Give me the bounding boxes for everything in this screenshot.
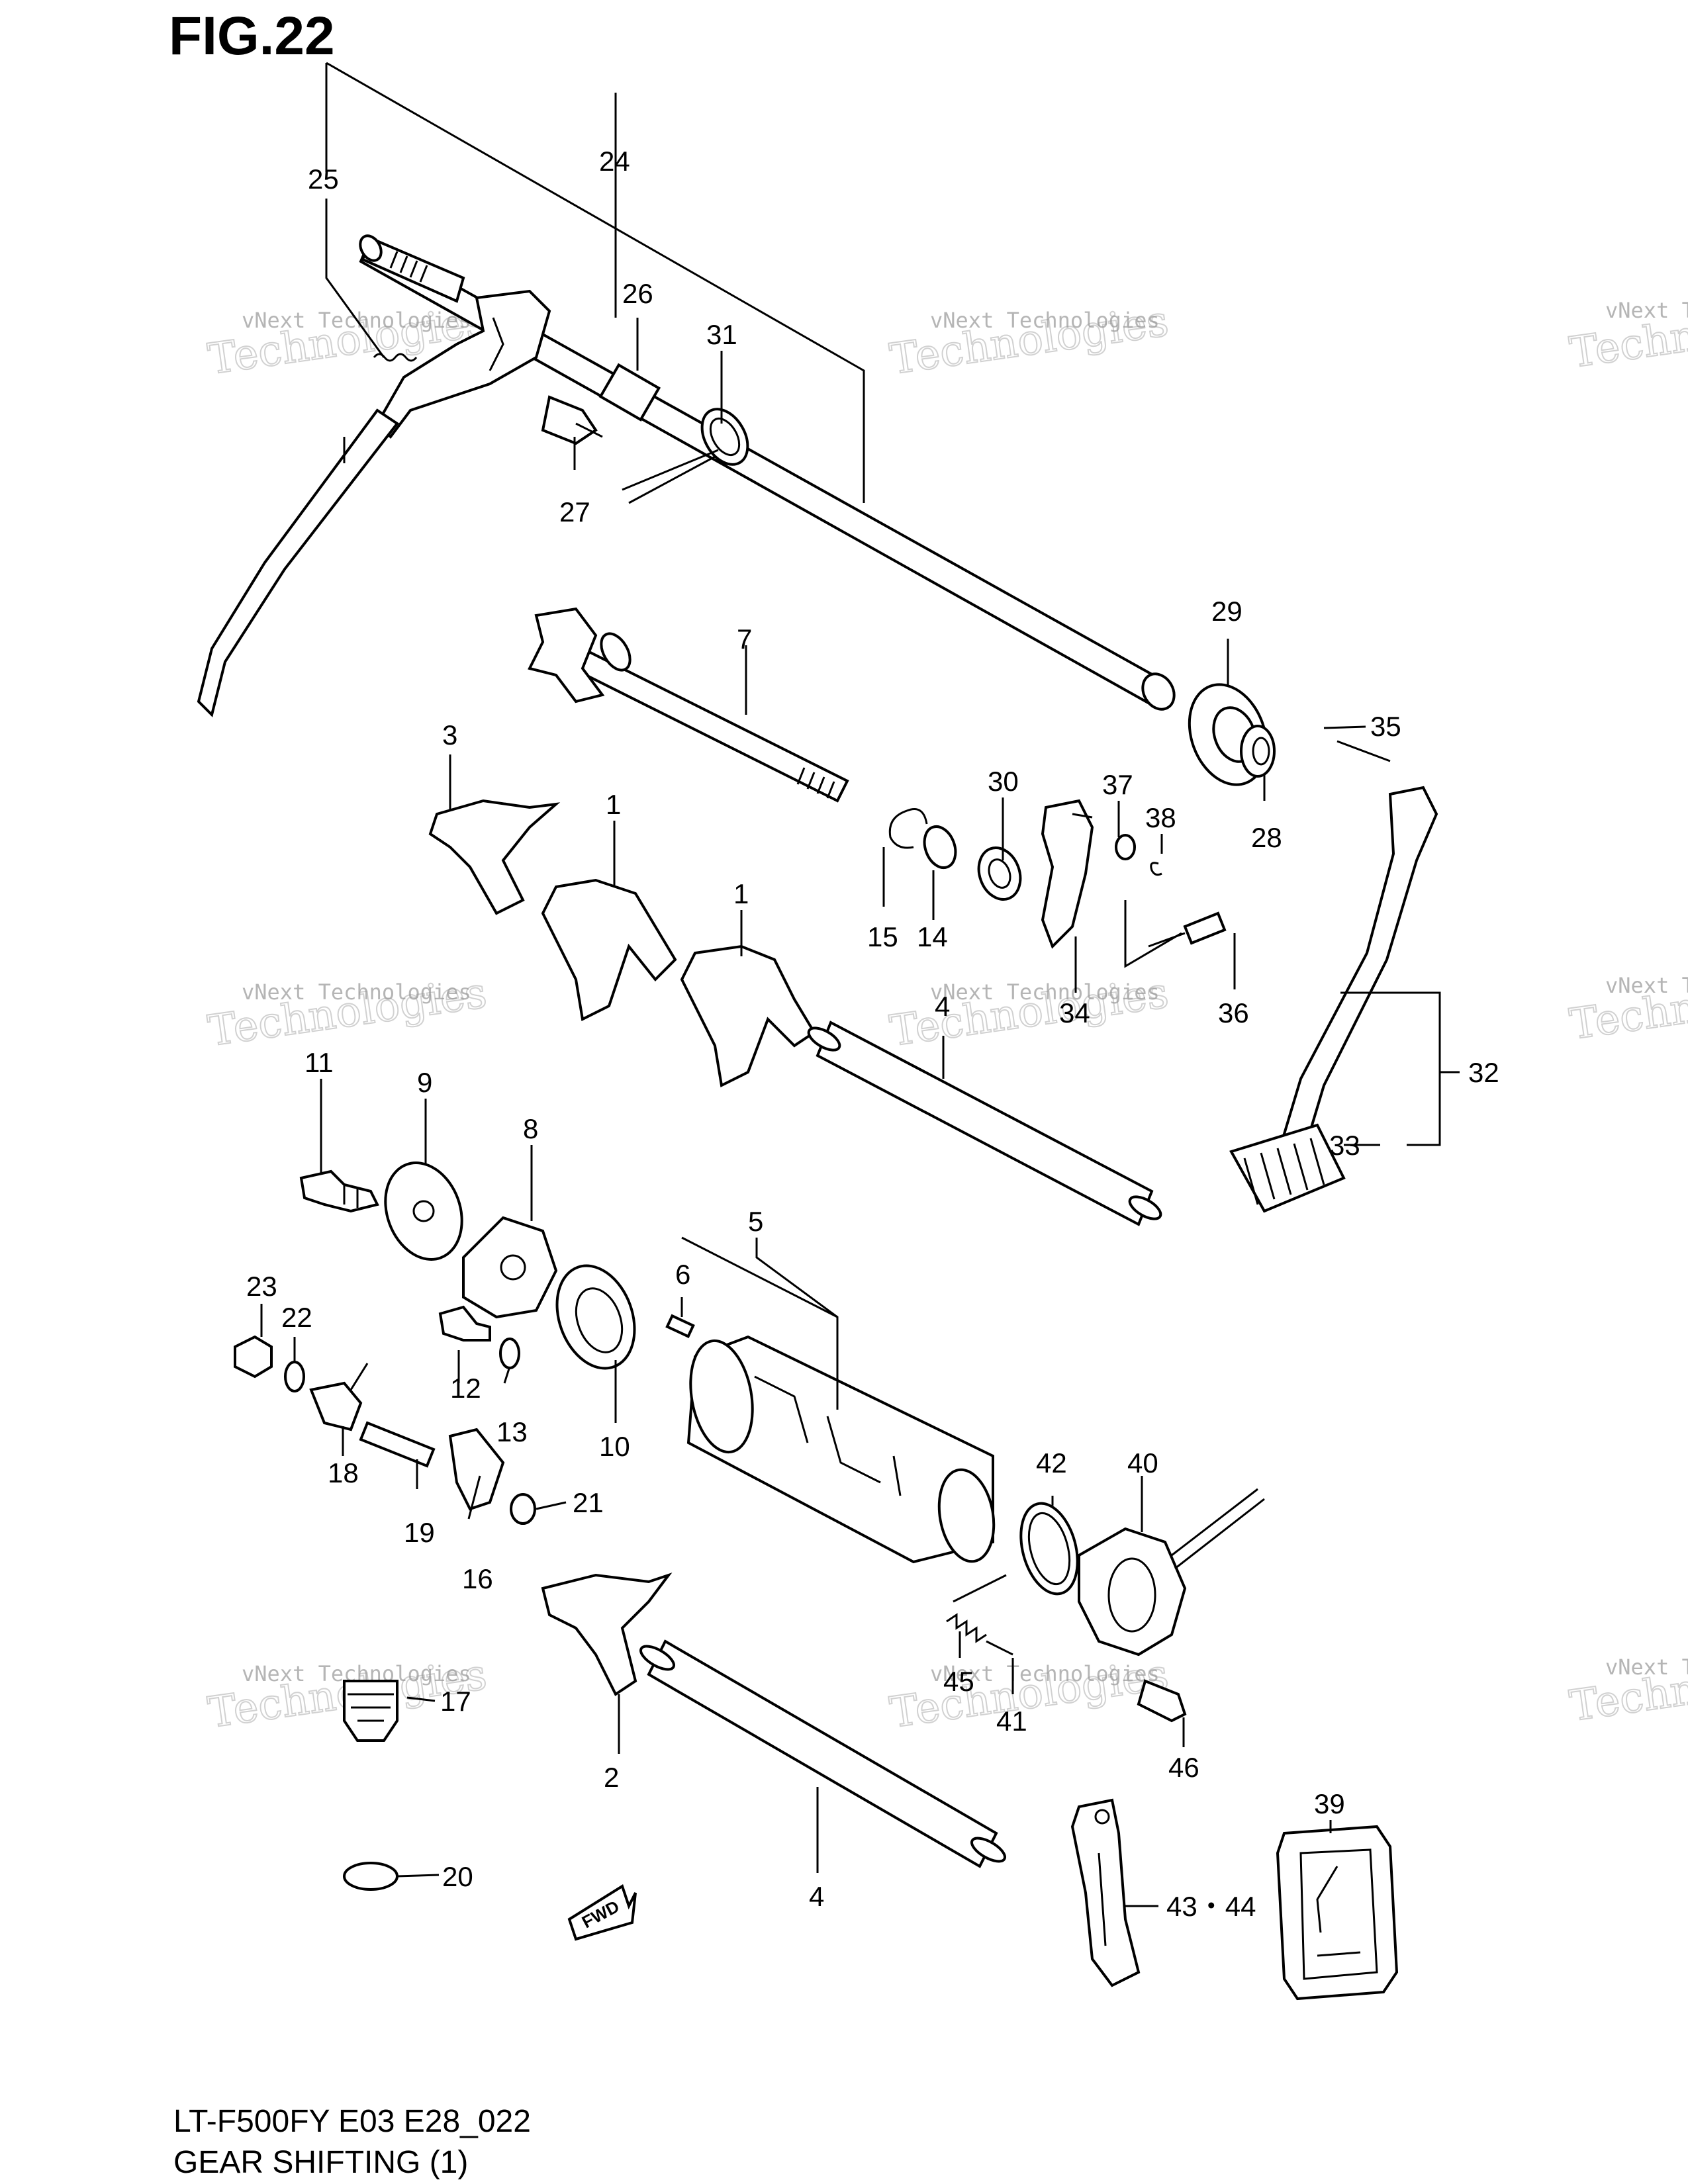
gear-position-switch [1078, 1527, 1187, 1657]
screw [1137, 1679, 1187, 1723]
fwd-direction-badge: FWD [567, 1884, 637, 1941]
callout-35: 35 [1370, 711, 1401, 742]
callout-11: 11 [305, 1047, 334, 1078]
washer [923, 825, 957, 869]
gearshift-lever [1229, 786, 1438, 1213]
callout-23: 23 [246, 1271, 277, 1302]
washer [510, 1493, 536, 1525]
watermark-text: vNext Technologies [930, 979, 1160, 1005]
o-ring [1019, 1502, 1079, 1596]
gearshift-arm [1041, 799, 1227, 949]
washer [284, 1361, 305, 1392]
callout-40: 40 [1127, 1447, 1158, 1479]
callout-41: 41 [996, 1706, 1027, 1737]
watermark-text: vNext Technologies [1605, 1655, 1688, 1680]
callout-8: 8 [523, 1113, 538, 1144]
callout-6: 6 [675, 1259, 690, 1290]
shift-fork [428, 799, 561, 915]
callout-28: 28 [1251, 822, 1282, 853]
watermark-text: vNext Technologies [242, 979, 471, 1005]
callout-46: 46 [1168, 1752, 1199, 1783]
shift-fork [541, 1572, 673, 1696]
callout-1a: 1 [606, 789, 621, 820]
callout-24: 24 [599, 146, 630, 177]
circlip [888, 808, 928, 849]
callout-33: 33 [1329, 1130, 1360, 1161]
callout-29: 29 [1211, 596, 1243, 627]
gearshift-cam [686, 1335, 996, 1564]
callout-20: 20 [442, 1861, 473, 1892]
callout-45: 45 [943, 1666, 974, 1697]
section-title: GEAR SHIFTING (1) [173, 2145, 469, 2180]
callout-19: 19 [404, 1517, 435, 1548]
callout-12: 12 [450, 1373, 481, 1404]
callout-43-44: 43・44 [1166, 1891, 1256, 1922]
watermark-text: vNext Technologies [1605, 298, 1688, 323]
cover-plate [1276, 1825, 1399, 2001]
callout-34: 34 [1059, 997, 1090, 1028]
cam-stopper [448, 1428, 505, 1511]
bolt [438, 1305, 491, 1342]
callout-4a: 4 [935, 991, 950, 1022]
watermark-text: vNext Technologies [930, 1661, 1160, 1686]
stud [359, 1421, 436, 1468]
washer [499, 1338, 520, 1369]
shift-fork [680, 944, 816, 1087]
callout-38: 38 [1145, 802, 1176, 833]
watermark-text: vNext Technologies [930, 308, 1160, 333]
leader-lines [260, 62, 1460, 1907]
callout-30: 30 [988, 766, 1019, 797]
o-ring [343, 1862, 399, 1891]
cam-stopper-group [299, 1161, 695, 1370]
fork-shaft [816, 1021, 1154, 1226]
callout-13: 13 [496, 1416, 528, 1447]
plug [343, 1680, 399, 1742]
watermark-text: vNext Technologies [1605, 973, 1688, 998]
model-code: LT-F500FY E03 E28_022 [173, 2104, 531, 2139]
callout-2: 2 [604, 1762, 619, 1793]
callout-17: 17 [440, 1686, 471, 1717]
callout-26: 26 [622, 278, 653, 309]
callout-25: 25 [308, 163, 339, 195]
callout-4b: 4 [809, 1881, 824, 1912]
callout-27: 27 [559, 496, 590, 527]
callout-10: 10 [599, 1431, 630, 1462]
shift-fork [541, 878, 677, 1021]
callout-22: 22 [281, 1302, 312, 1333]
callout-5: 5 [748, 1206, 763, 1237]
callout-7: 7 [737, 623, 752, 655]
callout-15: 15 [867, 921, 898, 952]
callout-39: 39 [1314, 1788, 1345, 1819]
spring [946, 1613, 987, 1643]
callout-9: 9 [417, 1067, 432, 1098]
callout-labels: 25 24 26 31 27 7 29 35 28 3 1 1 30 37 38… [246, 146, 1499, 1922]
callout-32: 32 [1468, 1057, 1499, 1088]
callout-18: 18 [328, 1457, 359, 1488]
callout-36: 36 [1218, 997, 1249, 1028]
callout-42: 42 [1036, 1447, 1067, 1479]
oil-seal [977, 846, 1022, 901]
callout-14: 14 [917, 921, 948, 952]
callout-37: 37 [1102, 769, 1133, 800]
callout-21: 21 [573, 1487, 604, 1518]
figure-title: FIG.22 [169, 6, 335, 66]
stopper-plate [1070, 1798, 1141, 1987]
nut [234, 1335, 273, 1379]
callout-31: 31 [706, 319, 737, 350]
gearshift-cam-shaft [528, 607, 849, 803]
gearshift-shaft-assembly [197, 234, 1276, 786]
callout-3: 3 [442, 719, 457, 751]
callout-16: 16 [462, 1563, 493, 1594]
callout-1b: 1 [733, 878, 749, 909]
spring-lever [309, 1381, 363, 1432]
